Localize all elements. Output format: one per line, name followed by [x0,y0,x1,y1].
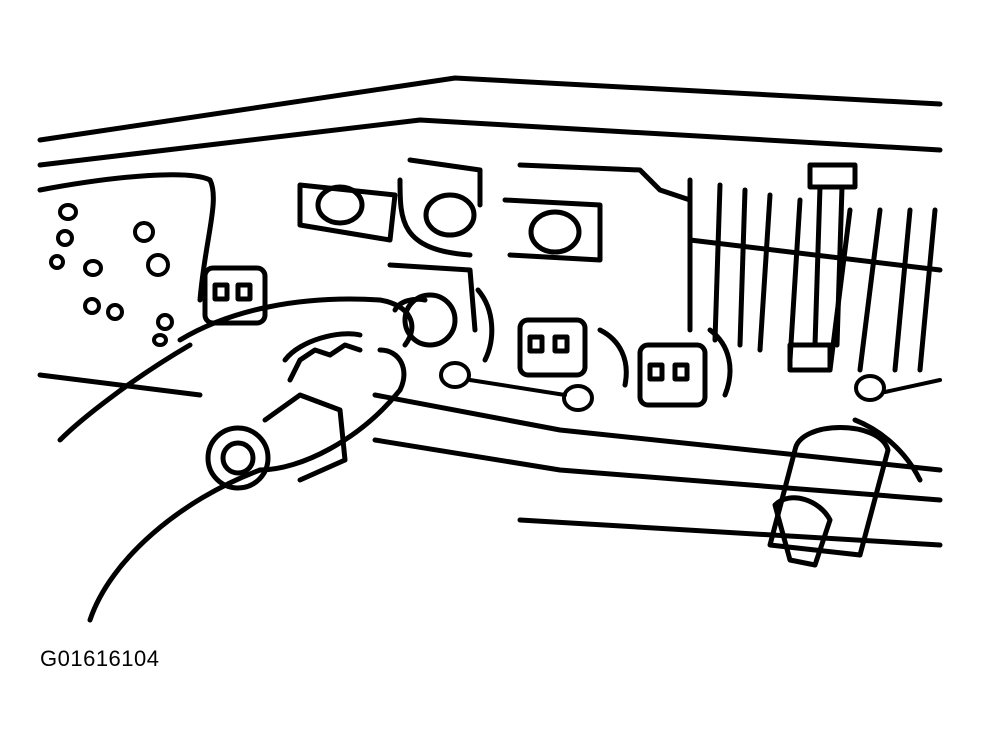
lamp-housing [37,75,943,548]
upper-bulb-sockets [297,157,693,273]
removed-socket [767,425,891,568]
wiring-harness [687,162,943,373]
figure-id: G01616104 [40,646,160,671]
panel-holes [49,203,174,347]
mounting-screws [439,361,942,412]
lower-bulb-sockets [202,265,733,408]
target-socket [387,262,495,363]
pliers [57,292,458,623]
